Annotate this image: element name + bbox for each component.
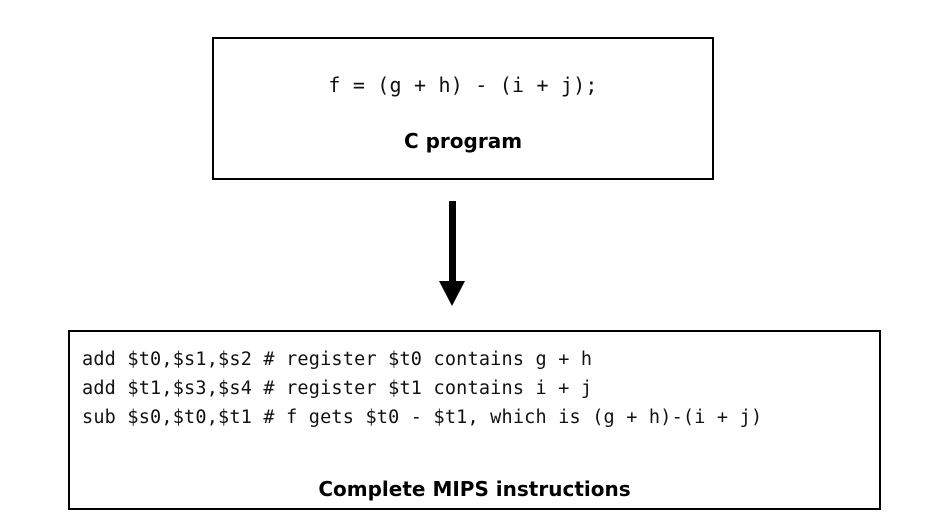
c-code-line: f = (g + h) - (i + j); (328, 73, 598, 97)
c-program-box: f = (g + h) - (i + j); C program (212, 37, 714, 180)
mips-line: add $t0,$s1,$s2 # register $t0 contains … (82, 349, 593, 370)
mips-line: add $t1,$s3,$s4 # register $t1 contains … (82, 378, 593, 399)
mips-caption: Complete MIPS instructions (318, 477, 631, 501)
arrow-head-icon (439, 281, 465, 306)
mips-line: sub $s0,$t0,$t1 # f gets $t0 - $t1, whic… (82, 407, 763, 428)
arrow-shaft (449, 201, 456, 283)
c-program-caption: C program (403, 129, 523, 153)
mips-instructions-box: add $t0,$s1,$s2 # register $t0 contains … (68, 330, 881, 510)
